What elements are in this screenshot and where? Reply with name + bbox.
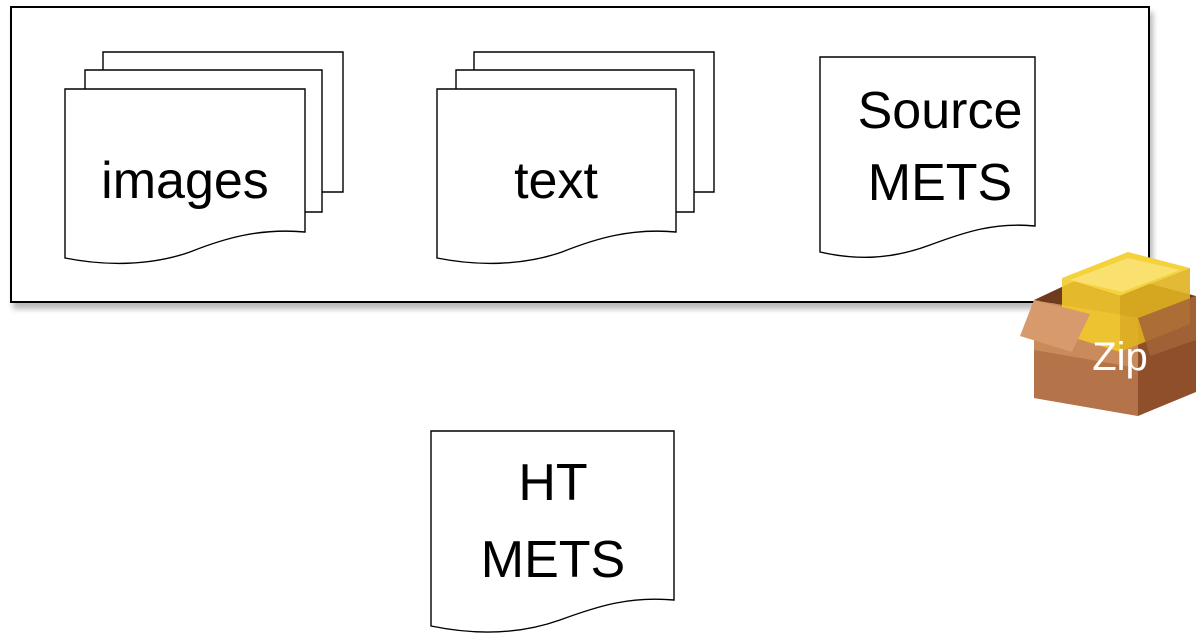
images-label: images bbox=[101, 152, 269, 210]
ht-mets-document: HT METS bbox=[430, 430, 675, 633]
zip-archive-box-icon: Zip bbox=[1020, 252, 1196, 416]
text-document-stack: text bbox=[436, 51, 715, 265]
zip-label: Zip bbox=[1092, 335, 1148, 379]
source-mets-label-line-1: Source bbox=[858, 82, 1023, 140]
text-label: text bbox=[514, 152, 598, 210]
source-mets-document: Source METS bbox=[819, 56, 1036, 258]
source-mets-label-line-2: METS bbox=[868, 154, 1012, 212]
images-document-stack: images bbox=[64, 51, 344, 265]
ht-mets-label-line-1: HT bbox=[518, 454, 587, 512]
ht-mets-label-line-2: METS bbox=[481, 531, 625, 589]
